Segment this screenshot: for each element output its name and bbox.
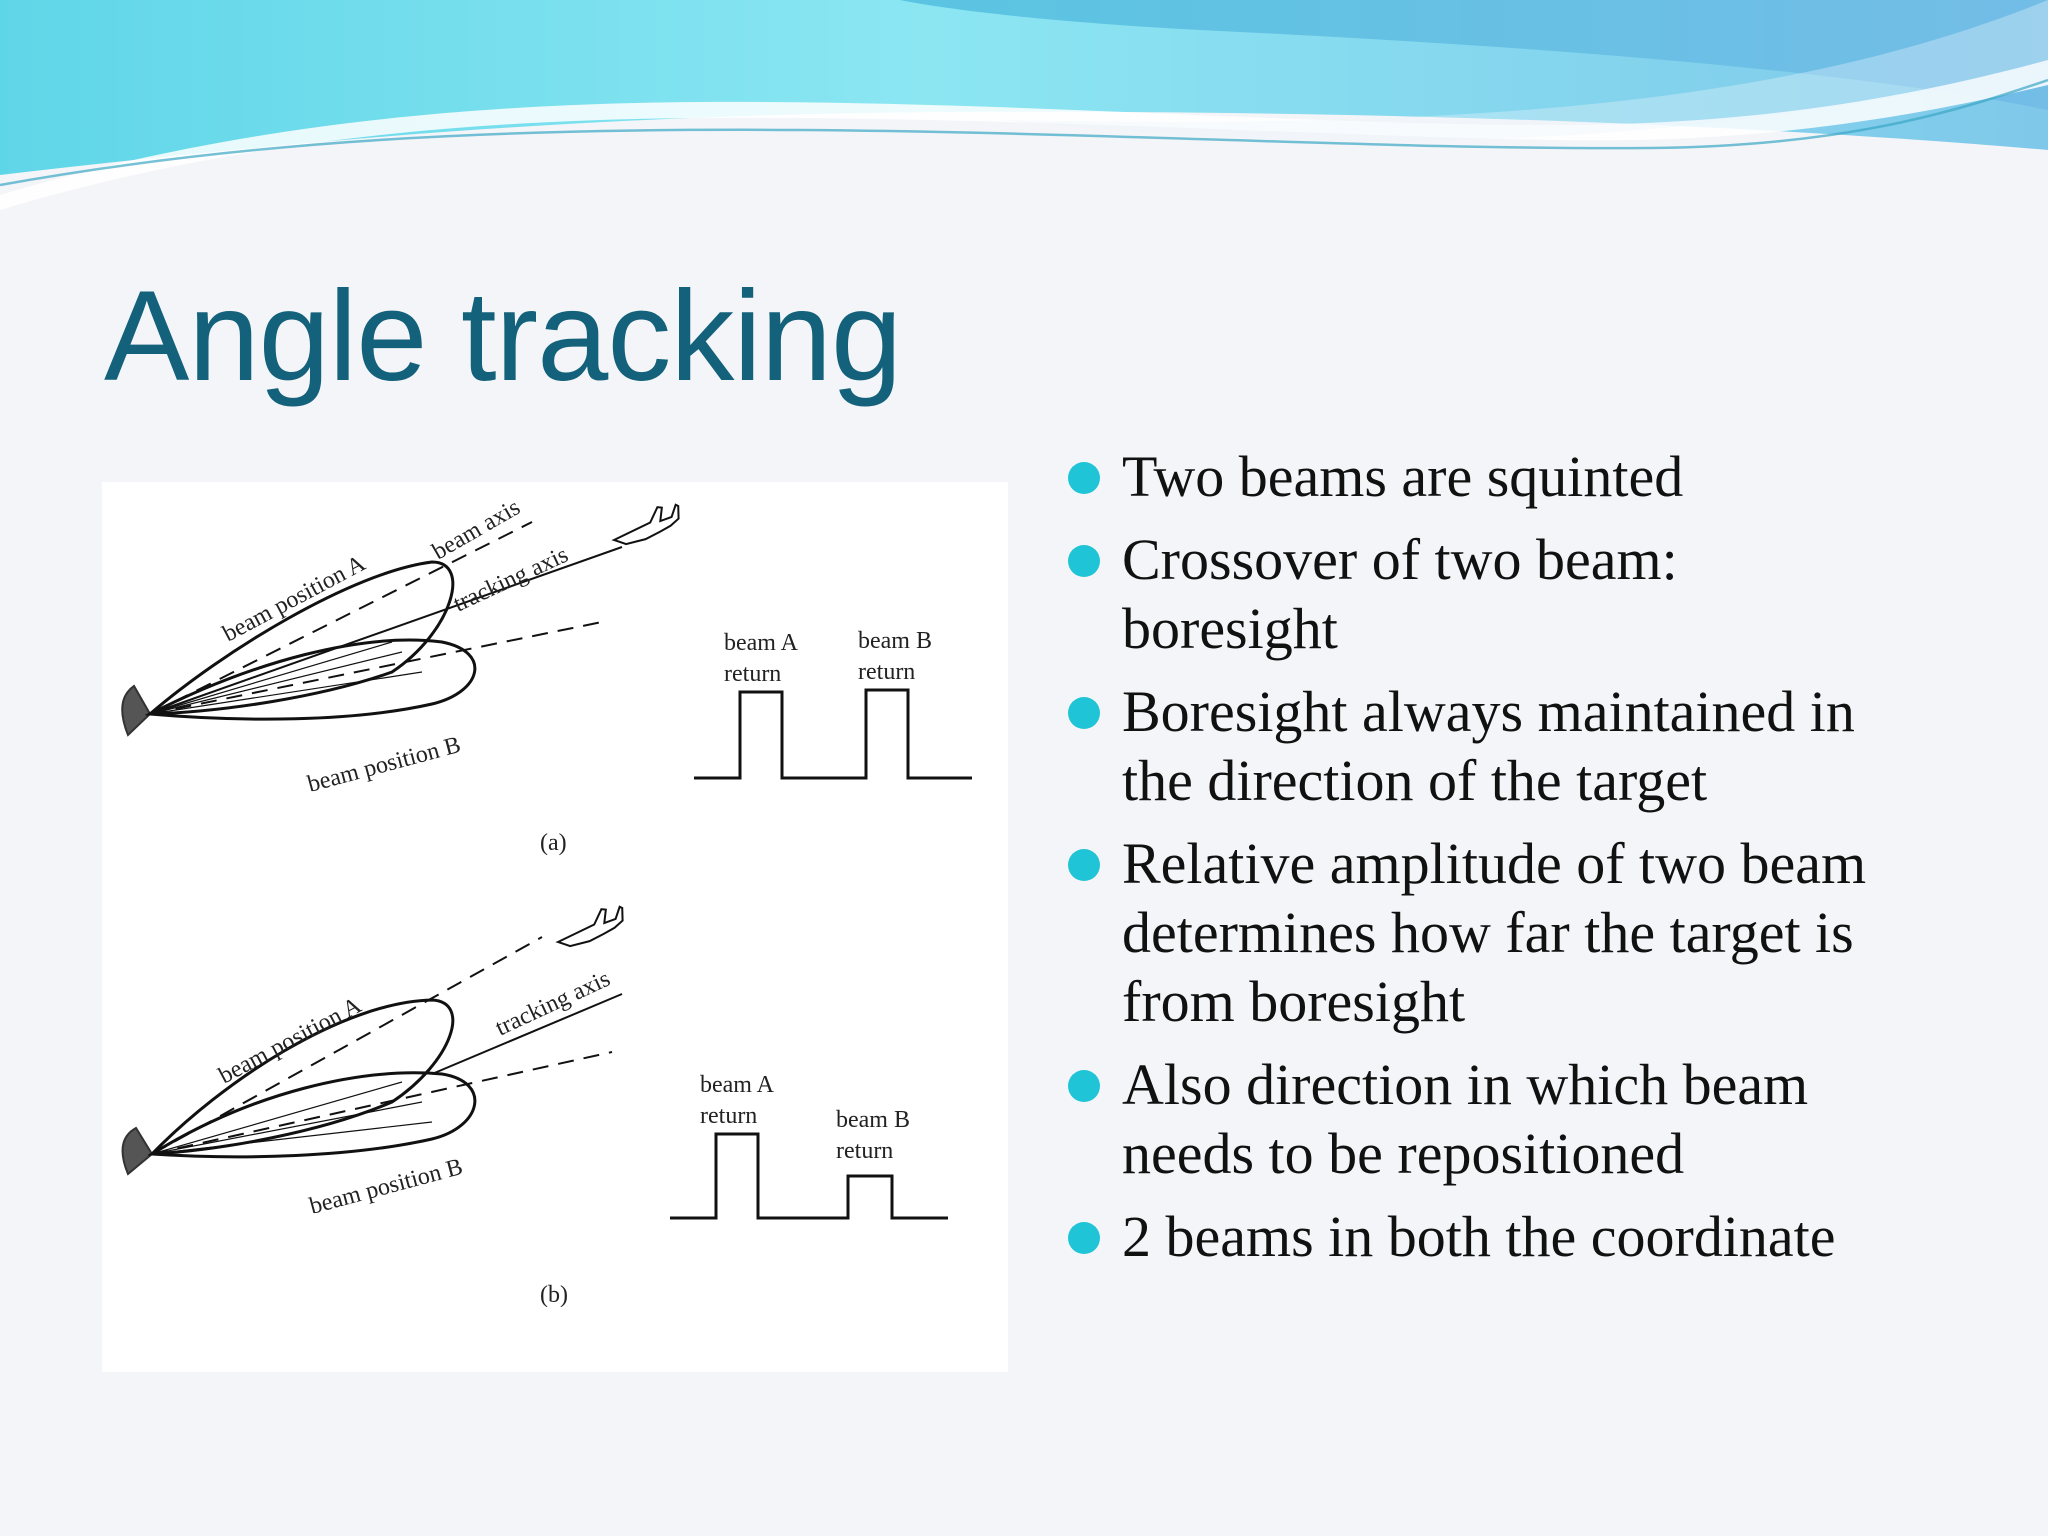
bullet-dot-icon: [1068, 1070, 1100, 1102]
bullet-item: Crossover of two beam: boresight: [1062, 525, 2022, 663]
return-b-label-line2: return: [858, 659, 915, 685]
bullet-line: Crossover of two beam:: [1122, 527, 1678, 592]
antenna-dish-icon: [121, 684, 152, 737]
label-beam-position-a: beam position A: [219, 550, 371, 647]
bullet-line: Two beams are squinted: [1122, 444, 1684, 509]
bullet-line: Boresight always maintained in: [1122, 679, 1855, 744]
bullet-item: Two beams are squinted: [1062, 442, 2022, 511]
target-aircraft-icon: [611, 503, 680, 546]
bullet-list: Two beams are squinted Crossover of two …: [1062, 442, 2022, 1285]
caption-a: (a): [540, 830, 567, 856]
label-beam-position-b: beam position B: [307, 1154, 466, 1220]
bullet-line: determines how far the target is: [1122, 900, 1854, 965]
label-beam-position-b: beam position B: [305, 732, 464, 798]
return-a-label-line2: return: [724, 661, 781, 687]
pulse-waveform-b: [670, 1132, 948, 1220]
panel-b-diagram: [121, 936, 623, 1176]
slide-title: Angle tracking: [104, 265, 902, 408]
beam-diagram-figure: beam position A beam axis tracking axis …: [102, 482, 1008, 1372]
return-a-label-line2: return: [700, 1103, 757, 1129]
label-beam-position-a: beam position A: [215, 992, 367, 1089]
bullet-dot-icon: [1068, 849, 1100, 881]
bullet-line: boresight: [1122, 596, 1338, 661]
bullet-item: Boresight always maintained in the direc…: [1062, 677, 2022, 815]
bullet-dot-icon: [1068, 697, 1100, 729]
bullet-line: from boresight: [1122, 969, 1466, 1034]
antenna-dish-icon: [121, 1126, 154, 1176]
label-tracking-axis: tracking axis: [450, 542, 573, 618]
return-b-label-line1: beam B: [836, 1107, 910, 1133]
bullet-line: Also direction in which beam: [1122, 1052, 1809, 1117]
bullet-item: Relative amplitude of two beam determine…: [1062, 829, 2022, 1036]
bullet-line: the direction of the target: [1122, 748, 1708, 813]
return-b-label-line2: return: [836, 1138, 893, 1164]
bullet-line: Relative amplitude of two beam: [1122, 831, 1867, 896]
target-aircraft-icon: [555, 905, 624, 948]
pulse-waveform-a: [694, 688, 972, 780]
header-wave-banner: [0, 0, 2048, 210]
bullet-dot-icon: [1068, 545, 1100, 577]
bullet-line: 2 beams in both the coordinate: [1122, 1204, 1836, 1269]
bullet-dot-icon: [1068, 462, 1100, 494]
panel-a-diagram: [121, 521, 623, 737]
label-tracking-axis: tracking axis: [492, 966, 615, 1042]
return-a-label-line1: beam A: [700, 1072, 775, 1098]
beam-diagram-svg: beam position A beam axis tracking axis …: [121, 494, 972, 1308]
bullet-item: 2 beams in both the coordinate: [1062, 1202, 2022, 1271]
return-a-label-line1: beam A: [724, 630, 799, 656]
bullet-item: Also direction in which beam needs to be…: [1062, 1050, 2022, 1188]
label-beam-axis: beam axis: [428, 494, 525, 565]
bullet-line: needs to be repositioned: [1122, 1121, 1685, 1186]
caption-b: (b): [540, 1282, 568, 1308]
return-b-label-line1: beam B: [858, 628, 932, 654]
bullet-dot-icon: [1068, 1222, 1100, 1254]
